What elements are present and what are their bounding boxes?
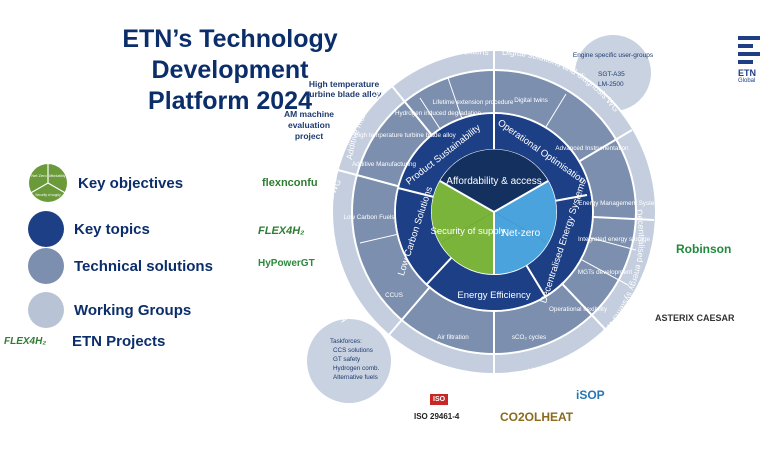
- taskforces-title: Taskforces:: [330, 338, 362, 345]
- hypowergt-logo: HyPowerGT: [258, 258, 315, 269]
- objective-netzero: Net-zero: [502, 228, 541, 239]
- flex4h2-logo: FLEX4H₂: [258, 225, 305, 237]
- solution-low-carbon-fuels: Low Carbon Fuels: [343, 214, 394, 221]
- taskforce-item-2: GT safety: [333, 356, 361, 363]
- title-line-1: ETN’s Technology: [122, 25, 338, 53]
- note-am-machine: AM machine evaluation project: [283, 109, 335, 141]
- objective-security: Security of supply: [431, 226, 506, 237]
- solution-air-filtration: Air filtration: [437, 334, 469, 341]
- isop-logo: iSOP: [576, 388, 605, 402]
- engine-title: Engine specific user-groups: [573, 52, 654, 59]
- flex4h2-legend-logo: FLEX4H₂: [4, 336, 47, 347]
- solution-integrated-storage: Integrated energy storage: [578, 236, 651, 243]
- page-title: ETN’s Technology Development Platform 20…: [80, 24, 380, 117]
- solution-ems: Energy Management System: [578, 200, 659, 207]
- taskforce-item-1: CCS solutions: [333, 347, 373, 354]
- title-line-2: Development: [151, 56, 309, 84]
- etn-logo: ETN Global: [738, 36, 760, 84]
- solution-advanced-instrumentation: Advanced Instrumentation: [555, 145, 629, 152]
- etn-logo-subtext: Global: [738, 78, 756, 84]
- wg-life: Life assessment & extension WG: [0, 0, 489, 79]
- legend-key-topics: Key topics: [28, 211, 150, 247]
- legend-icon-text-affordability: Affordability: [49, 174, 66, 178]
- robinson-logo: Robinson: [676, 242, 732, 256]
- legend-label-etn-projects: ETN Projects: [72, 333, 166, 350]
- co2olheat-logo: CO2OLHEAT: [500, 410, 574, 424]
- legend-label-technical-solutions: Technical solutions: [74, 257, 213, 275]
- legend-etn-projects: FLEX4H₂ ETN Projects: [4, 333, 165, 350]
- solution-hydrogen-degradation: Hydrogen induced degradation: [395, 110, 482, 117]
- legend-swatch-solutions: [28, 248, 64, 284]
- legend-icon-text-security: Security of supply: [35, 193, 61, 197]
- etn-logo-text: ETN: [738, 68, 756, 78]
- engine-item-1: SGT-A35: [598, 71, 625, 78]
- solution-lifetime: Lifetime extension procedure: [433, 99, 514, 106]
- engine-item-2: LM-2500: [598, 81, 624, 88]
- netzero-segment: [494, 212, 548, 275]
- security-segment: [440, 212, 494, 275]
- legend-key-objectives: Net Zero Affordability Security of suppl…: [28, 163, 183, 203]
- flexnconfu-logo: flexnconfu: [262, 177, 318, 189]
- note-ht-alloy: High temperature turbine blade alloy: [306, 79, 382, 99]
- legend-label-key-objectives: Key objectives: [78, 174, 184, 192]
- legend-swatch-wg: [28, 292, 64, 328]
- iso-badge: ISO: [430, 394, 449, 405]
- solution-mgts: MGTs development: [578, 269, 632, 276]
- legend-working-groups: Working Groups: [28, 292, 191, 328]
- solution-sco2: sCO₂ cycles: [512, 334, 546, 341]
- objectives-legend-icon: Net Zero Affordability Security of suppl…: [29, 164, 67, 202]
- taskforce-item-4: Alternative fuels: [333, 374, 378, 381]
- objective-affordability: Affordability & access: [446, 176, 541, 187]
- legend-swatch-topics: [28, 211, 64, 247]
- solution-additive: Additive Manufacturing: [352, 161, 417, 168]
- legend-label-working-groups: Working Groups: [74, 301, 192, 319]
- taskforce-bubble: [307, 319, 391, 403]
- solution-ht-alloy: High temperature turbine blade alloy: [354, 132, 456, 139]
- wg-additive: Additive manufacturing WG: [0, 0, 392, 160]
- topic-energy-efficiency: Energy Efficiency: [457, 290, 530, 301]
- iso-standard-text: ISO 29461-4: [414, 412, 460, 421]
- legend-label-key-topics: Key topics: [74, 220, 150, 238]
- solution-digital-twins: Digital twins: [514, 97, 548, 104]
- solution-operational-flexibility: Operational flexibility: [549, 306, 608, 313]
- taskforce-item-3: Hydrogen comb.: [333, 365, 379, 372]
- title-line-3: Platform 2024: [148, 87, 312, 115]
- legend-technical-solutions: Technical solutions: [28, 248, 213, 284]
- legend-icon-text-netzero: Net Zero: [31, 173, 47, 178]
- solution-ccus: CCUS: [385, 292, 403, 299]
- asterix-logo: ASTERIX CAESAR: [655, 313, 735, 323]
- netzero-segment-upper: [494, 181, 557, 243]
